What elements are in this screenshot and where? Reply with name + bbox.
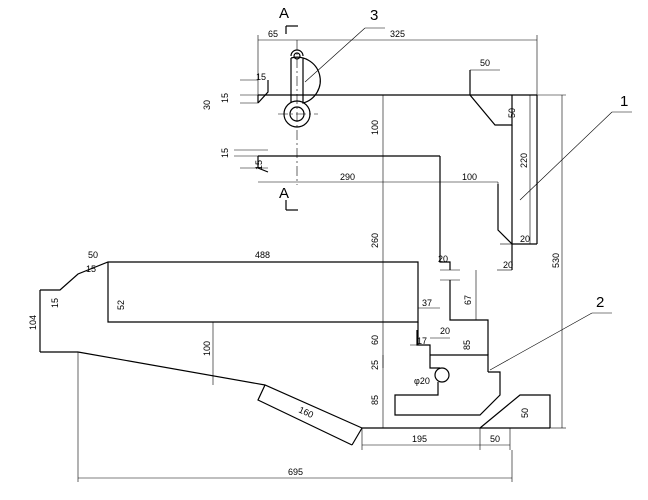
callout-1: 1 xyxy=(620,93,628,110)
svg-text:50: 50 xyxy=(480,58,490,68)
svg-text:488: 488 xyxy=(255,250,270,260)
svg-text:195: 195 xyxy=(412,434,427,444)
dimension-lines xyxy=(39,35,566,482)
svg-text:67: 67 xyxy=(463,295,473,305)
part-1-bracket xyxy=(257,70,538,270)
svg-text:220: 220 xyxy=(519,153,529,168)
svg-text:60: 60 xyxy=(370,335,380,345)
svg-text:30: 30 xyxy=(202,100,212,110)
svg-text:50: 50 xyxy=(520,408,530,418)
svg-text:100: 100 xyxy=(462,172,477,182)
svg-text:85: 85 xyxy=(370,395,380,405)
svg-text:50: 50 xyxy=(490,434,500,444)
svg-text:52: 52 xyxy=(116,300,126,310)
svg-text:695: 695 xyxy=(288,467,303,477)
svg-text:20: 20 xyxy=(503,260,513,270)
callout-leaders xyxy=(304,27,632,371)
svg-text:290: 290 xyxy=(340,172,355,182)
left-arm xyxy=(39,261,551,446)
svg-text:100: 100 xyxy=(202,341,212,356)
svg-text:15: 15 xyxy=(254,160,264,170)
svg-text:104: 104 xyxy=(28,315,38,330)
svg-text:50: 50 xyxy=(507,108,517,118)
part-2-hook xyxy=(394,280,501,416)
svg-text:325: 325 xyxy=(390,29,405,39)
svg-text:20: 20 xyxy=(520,234,530,244)
callout-3: 3 xyxy=(370,7,378,24)
dimension-labels: 65 325 50 50 15 30 15 15 15 100 220 290 … xyxy=(28,29,561,477)
svg-text:15: 15 xyxy=(220,148,230,158)
svg-text:15: 15 xyxy=(50,298,60,308)
svg-text:160: 160 xyxy=(297,405,315,420)
svg-text:50: 50 xyxy=(88,250,98,260)
section-marker-bottom: A xyxy=(279,185,298,211)
svg-text:100: 100 xyxy=(370,120,380,135)
section-marker-top: A xyxy=(279,5,298,34)
svg-text:20: 20 xyxy=(440,326,450,336)
svg-text:20: 20 xyxy=(438,254,448,264)
svg-text:17: 17 xyxy=(417,336,427,346)
svg-text:260: 260 xyxy=(370,233,380,248)
svg-text:A: A xyxy=(279,185,289,202)
svg-text:25: 25 xyxy=(370,360,380,370)
svg-text:37: 37 xyxy=(422,298,432,308)
part-3-arm xyxy=(278,40,321,185)
svg-text:85: 85 xyxy=(462,340,472,350)
svg-text:15: 15 xyxy=(256,72,266,82)
svg-text:φ20: φ20 xyxy=(414,376,430,386)
callout-2: 2 xyxy=(596,294,604,311)
svg-text:65: 65 xyxy=(268,29,278,39)
svg-text:15: 15 xyxy=(220,93,230,103)
svg-text:530: 530 xyxy=(551,253,561,268)
svg-text:15: 15 xyxy=(86,264,96,274)
svg-text:A: A xyxy=(279,5,289,22)
